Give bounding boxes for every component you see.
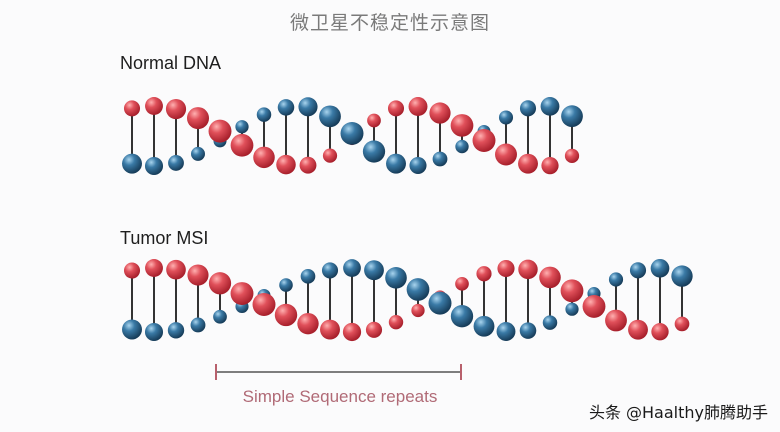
red-nucleotide — [165, 98, 187, 120]
blue-nucleotide — [144, 156, 164, 176]
blue-nucleotide — [144, 322, 164, 342]
blue-nucleotide — [473, 315, 495, 337]
red-nucleotide — [651, 323, 669, 341]
blue-nucleotide — [277, 99, 295, 116]
blue-nucleotide — [561, 105, 583, 128]
red-nucleotide — [674, 316, 690, 332]
red-nucleotide — [539, 266, 561, 289]
blue-nucleotide — [256, 107, 272, 122]
red-nucleotide — [429, 102, 451, 124]
blue-nucleotide — [122, 153, 142, 174]
blue-nucleotide — [167, 322, 185, 339]
red-nucleotide — [299, 156, 317, 174]
red-nucleotide — [628, 319, 648, 340]
blue-nucleotide — [279, 278, 293, 292]
red-nucleotide — [208, 119, 232, 143]
blue-nucleotide — [385, 267, 407, 289]
blue-nucleotide — [455, 139, 469, 154]
red-nucleotide — [408, 97, 428, 116]
red-nucleotide — [276, 154, 296, 175]
normal-dna-label: Normal DNA — [120, 53, 222, 73]
red-nucleotide — [495, 143, 517, 166]
red-nucleotide — [123, 262, 141, 279]
red-nucleotide — [297, 312, 319, 335]
blue-nucleotide — [671, 265, 693, 287]
blue-nucleotide — [122, 319, 142, 340]
red-nucleotide — [274, 303, 298, 327]
red-nucleotide — [497, 259, 515, 278]
tumor-msi-helix — [122, 258, 693, 342]
blue-nucleotide — [343, 259, 361, 277]
blue-nucleotide — [213, 309, 227, 324]
simple-sequence-repeats-label: Simple Sequence repeats — [242, 387, 438, 406]
red-nucleotide — [208, 272, 232, 295]
blue-nucleotide — [340, 121, 364, 145]
red-nucleotide — [186, 107, 210, 130]
diagram-title: 微卫星不稳定性示意图 — [289, 12, 490, 34]
blue-nucleotide — [386, 153, 406, 174]
blue-nucleotide — [406, 278, 430, 301]
blue-nucleotide — [519, 100, 537, 117]
red-nucleotide — [342, 322, 362, 342]
red-nucleotide — [252, 293, 276, 316]
blue-nucleotide — [362, 140, 386, 163]
blue-nucleotide — [235, 120, 249, 134]
red-nucleotide — [450, 114, 474, 137]
tumor-msi-label: Tumor MSI — [120, 228, 209, 248]
red-nucleotide — [230, 133, 254, 157]
red-nucleotide — [320, 319, 340, 340]
blue-nucleotide — [650, 258, 670, 278]
red-nucleotide — [166, 259, 186, 280]
red-nucleotide — [605, 309, 627, 332]
red-nucleotide — [145, 97, 163, 115]
blue-nucleotide — [428, 291, 452, 315]
repeat-bracket — [215, 364, 462, 380]
blue-nucleotide — [432, 151, 448, 167]
red-nucleotide — [388, 314, 404, 330]
red-nucleotide — [564, 148, 580, 163]
watermark: 头条 @Haalthy肺腾助手 — [588, 403, 768, 422]
red-nucleotide — [387, 100, 405, 117]
blue-nucleotide — [191, 146, 205, 161]
red-nucleotide — [472, 129, 496, 152]
red-nucleotide — [367, 113, 381, 128]
red-nucleotide — [582, 294, 606, 318]
red-nucleotide — [230, 282, 254, 305]
blue-nucleotide — [190, 317, 206, 333]
normal-dna-helix — [122, 96, 583, 176]
blue-nucleotide — [168, 155, 184, 171]
red-nucleotide — [253, 146, 275, 169]
blue-nucleotide — [498, 110, 514, 125]
blue-nucleotide — [540, 96, 560, 116]
blue-nucleotide — [321, 262, 339, 279]
red-nucleotide — [145, 259, 163, 277]
blue-nucleotide — [364, 260, 384, 281]
red-nucleotide — [365, 321, 383, 338]
red-nucleotide — [476, 266, 492, 282]
blue-nucleotide — [450, 305, 474, 328]
blue-nucleotide — [319, 105, 341, 128]
red-nucleotide — [123, 100, 141, 117]
blue-nucleotide — [608, 272, 624, 287]
red-nucleotide — [541, 157, 559, 175]
blue-nucleotide — [629, 262, 647, 279]
red-nucleotide — [187, 264, 209, 286]
red-nucleotide — [322, 148, 338, 163]
blue-nucleotide — [298, 97, 318, 117]
blue-nucleotide — [542, 315, 558, 330]
blue-nucleotide — [300, 269, 316, 284]
red-nucleotide — [518, 153, 538, 174]
blue-nucleotide — [519, 322, 537, 339]
blue-nucleotide — [565, 302, 579, 316]
red-nucleotide — [518, 259, 538, 280]
blue-nucleotide — [409, 156, 427, 175]
blue-nucleotide — [496, 322, 516, 341]
red-nucleotide — [455, 276, 469, 291]
red-nucleotide — [411, 303, 425, 318]
red-nucleotide — [560, 279, 584, 303]
